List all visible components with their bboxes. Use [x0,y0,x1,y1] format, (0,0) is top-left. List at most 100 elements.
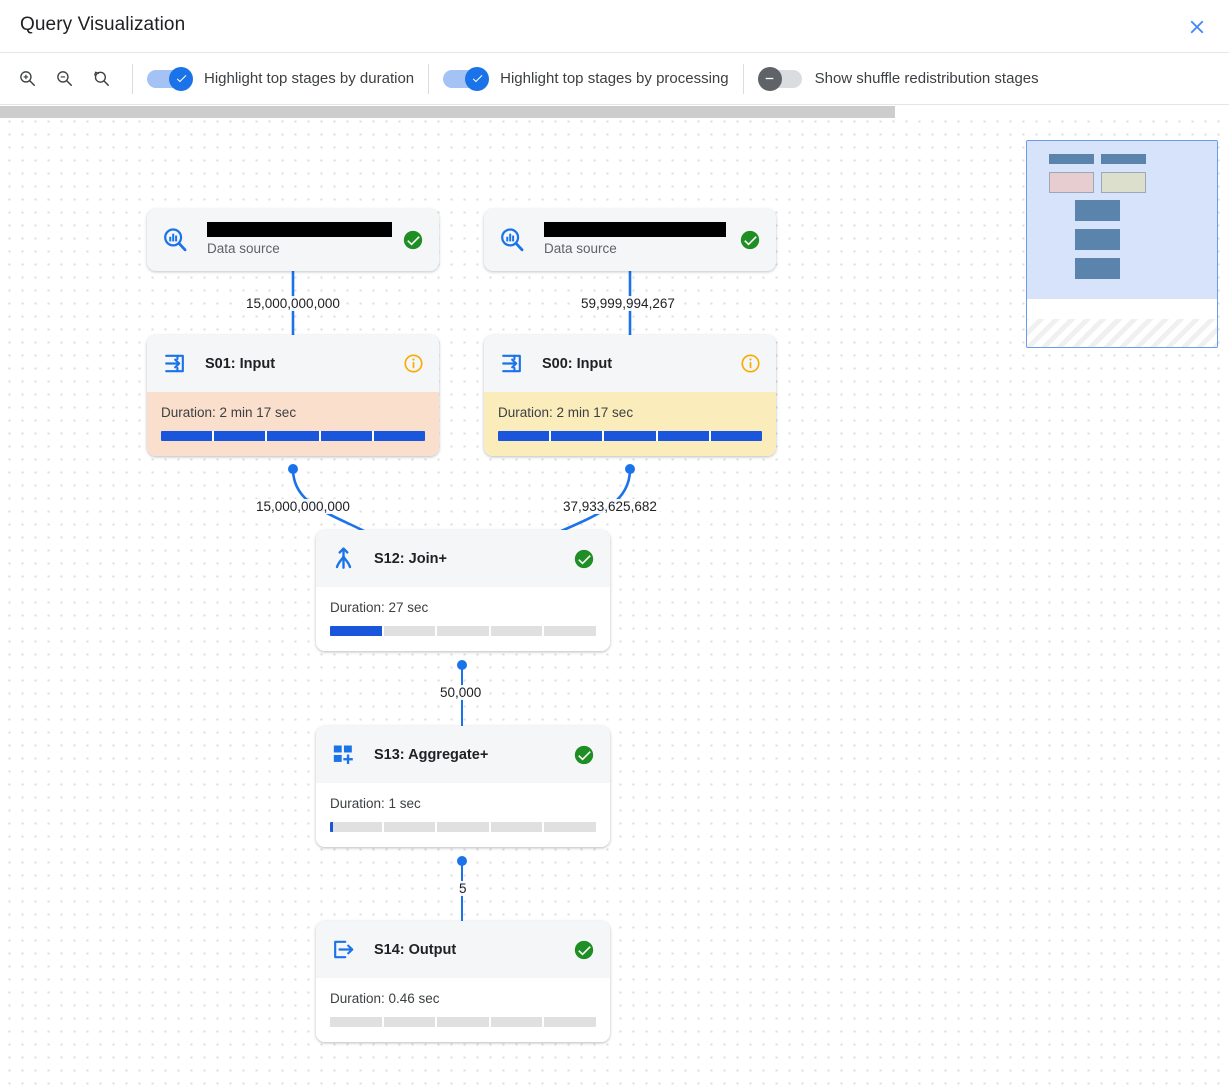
status-success-icon [572,939,596,961]
status-success-icon [738,229,762,251]
toolbar-divider [132,63,133,94]
edge-label-rows: 50,000 [437,685,485,700]
progress-bar [330,626,596,636]
toolbar-divider [428,63,430,94]
zoom-out-icon[interactable] [47,62,81,96]
zoom-reset-icon[interactable] [84,62,118,96]
node-header: S12: Join+ [316,530,610,587]
duration-label: Duration: 2 min 17 sec [161,405,297,420]
toggle-show-shuffle[interactable]: Show shuffle redistribution stages [757,66,1039,91]
edge-label-rows: 15,000,000,000 [243,296,343,311]
toggle-switch-processing[interactable] [443,66,490,91]
node-body: Duration: 0.46 sec [316,978,610,1042]
close-icon[interactable] [1181,11,1213,43]
duration-label: Duration: 1 sec [330,796,421,811]
progress-bar [161,431,425,441]
node-data-source-left[interactable]: Data source [147,209,439,271]
edge-label-rows: 37,933,625,682 [560,499,660,514]
horizontal-scrollbar-thumb[interactable] [0,106,895,118]
toggle-label-shuffle: Show shuffle redistribution stages [814,70,1039,87]
progress-segments [330,822,596,832]
progress-bar [330,822,596,832]
input-icon [161,350,191,377]
data-source-label: Data source [207,241,280,256]
node-title: S01: Input [205,355,276,372]
duration-label: Duration: 0.46 sec [330,991,440,1006]
toggle-switch-shuffle[interactable] [757,66,804,91]
edge-source-dot [625,464,635,474]
progress-segments [330,1017,596,1027]
minimap-node-highlight-duration [1049,172,1094,193]
toggle-label-duration: Highlight top stages by duration [204,70,415,87]
join-icon [330,545,360,572]
status-info-icon[interactable] [401,353,425,374]
status-info-icon[interactable] [738,353,762,374]
edge-source-dot [288,464,298,474]
status-success-icon [572,744,596,766]
node-stage-s13[interactable]: S13: Aggregate+ Duration: 1 sec [316,726,610,847]
node-title: S14: Output [374,941,457,958]
minimap-viewport[interactable] [1027,141,1217,299]
node-stage-s00[interactable]: S00: Input Duration: 2 min 17 sec [484,335,776,456]
minimap-node [1075,229,1120,250]
node-header: S13: Aggregate+ [316,726,610,783]
edge-label-rows: 15,000,000,000 [253,499,353,514]
duration-label: Duration: 2 min 17 sec [498,405,634,420]
check-icon [465,66,490,91]
minimap-overview[interactable] [1026,140,1218,348]
node-body: Duration: 27 sec [316,587,610,651]
toggle-switch-duration[interactable] [147,66,193,91]
node-data-source-right[interactable]: Data source [484,209,776,271]
node-stage-s14[interactable]: S14: Output Duration: 0.46 sec [316,921,610,1042]
node-title: S12: Join+ [374,550,447,567]
node-body: Duration: 2 min 17 sec [147,392,439,456]
redacted-data-source-name [544,222,726,237]
edge-label-rows: 59,999,994,267 [578,296,678,311]
progress-fill [498,431,762,441]
edge-source-dot [457,660,467,670]
data-source-label: Data source [544,241,617,256]
edge-label-rows: 5 [456,881,470,896]
toggle-highlight-duration[interactable]: Highlight top stages by duration [147,66,415,91]
node-header: S00: Input [484,335,776,392]
graph-canvas[interactable]: 15,000,000,000 59,999,994,267 15,000,000… [0,105,1229,1090]
minimap-node [1049,154,1094,164]
progress-bar [498,431,762,441]
node-stage-s12[interactable]: S12: Join+ Duration: 27 sec [316,530,610,651]
toolbar-divider [742,63,744,94]
minimap-node [1075,258,1120,279]
data-source-icon [161,226,191,254]
edge-source-dot [457,856,467,866]
node-body: Duration: 1 sec [316,783,610,847]
toolbar: Highlight top stages by duration Highlig… [0,53,1229,105]
status-success-icon [572,548,596,570]
progress-bar [330,1017,596,1027]
dialog-header: Query Visualization [0,0,1229,53]
progress-fill [330,626,384,636]
horizontal-scrollbar[interactable] [0,105,1229,119]
minimap-node [1101,154,1146,164]
zoom-controls [10,62,118,96]
data-source-icon [498,226,528,254]
redacted-data-source-name [207,222,392,237]
toggle-highlight-processing[interactable]: Highlight top stages by processing [443,66,729,91]
progress-fill [330,822,334,832]
node-title: S00: Input [542,355,613,372]
node-stage-s01[interactable]: S01: Input Duration: 2 min 17 sec [147,335,439,456]
node-body: Duration: 2 min 17 sec [484,392,776,456]
status-success-icon [401,229,425,251]
minimap-node [1075,200,1120,221]
aggregate-icon [330,741,360,768]
minimap-offscreen-area [1027,319,1217,347]
progress-fill [161,431,425,441]
node-header: S01: Input [147,335,439,392]
input-icon [498,350,528,377]
node-header: S14: Output [316,921,610,978]
data-source-text: Data source [207,222,401,258]
minus-icon [757,66,782,91]
data-source-text: Data source [544,222,738,258]
output-icon [330,936,360,963]
zoom-in-icon[interactable] [10,62,44,96]
duration-label: Duration: 27 sec [330,600,429,615]
page-title: Query Visualization [20,14,186,35]
